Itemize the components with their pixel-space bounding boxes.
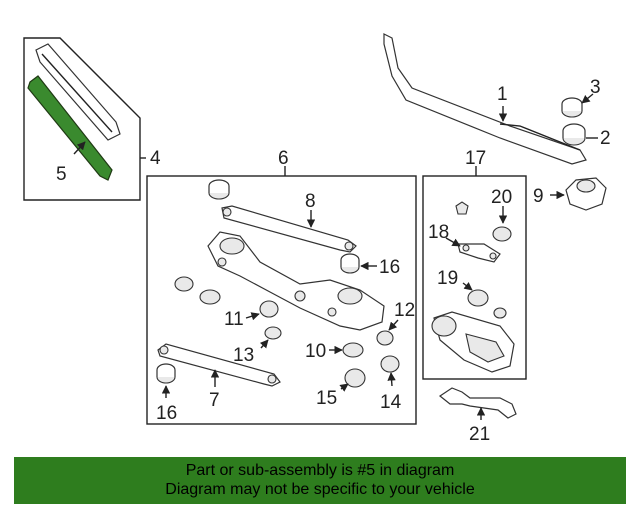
banner-line-1: Part or sub-assembly is #5 in diagram <box>185 462 455 479</box>
callout-15: 15 <box>316 388 337 409</box>
grommet-16-bottom-cap <box>156 363 176 377</box>
callout-19: 19 <box>437 268 458 289</box>
callout-14-arrow <box>387 372 396 387</box>
callout-19-arrow <box>462 282 473 291</box>
wiper-arm[interactable] <box>383 33 587 165</box>
callout-16-top: 16 <box>379 257 400 278</box>
bushing-10[interactable] <box>342 342 364 358</box>
harness-group: 21 <box>438 387 517 445</box>
callout-3: 3 <box>590 77 601 98</box>
callout-15-arrow <box>339 383 349 392</box>
callout-10: 10 <box>305 341 326 362</box>
arm-nut-cover-2-top <box>562 123 586 138</box>
bushing-left-b[interactable] <box>199 289 221 305</box>
callout-5-arrow <box>73 141 86 155</box>
callout-18: 18 <box>428 222 449 243</box>
linkage-hole-a <box>294 290 306 302</box>
linkage-pivot-left <box>219 237 245 255</box>
linkage-pivot-right <box>337 287 363 305</box>
callout-5: 5 <box>56 164 67 185</box>
callout-11-arrow <box>245 312 260 321</box>
wiper-arm-group: 1 3 2 9 <box>383 33 611 211</box>
wiper-motor-gearbox <box>465 333 505 363</box>
banner-background <box>14 457 626 504</box>
motor-small-seal[interactable] <box>493 307 507 319</box>
callout-20: 20 <box>491 187 512 208</box>
banner-line-2: Diagram may not be specific to your vehi… <box>165 481 475 498</box>
callout-12: 12 <box>394 300 415 321</box>
link-rod-8[interactable] <box>221 205 357 253</box>
bushing-13[interactable] <box>264 326 282 340</box>
bushing-left-a[interactable] <box>174 276 194 292</box>
link-rod-7-end-a <box>159 345 169 355</box>
callout-3-arrow <box>581 93 594 104</box>
callout-13-arrow <box>259 339 269 349</box>
callout-21: 21 <box>469 424 490 445</box>
callout-13: 13 <box>233 345 254 366</box>
callout-14: 14 <box>380 392 402 413</box>
linkage-frame[interactable] <box>207 231 385 331</box>
motor-crank-hole-b <box>489 252 497 260</box>
callout-9: 9 <box>533 186 544 207</box>
wiper-blade-outline <box>35 43 121 141</box>
callout-4: 4 <box>150 148 161 169</box>
grommet-16-top-cap <box>340 253 360 267</box>
pivot-cap-9-top <box>576 179 596 193</box>
info-banner: Part or sub-assembly is #5 in diagram Di… <box>14 457 626 504</box>
linkage-grommet-top-cap <box>208 179 230 193</box>
bushing-12[interactable] <box>376 330 394 346</box>
link-rod-7[interactable] <box>157 343 281 387</box>
wiring-harness-21[interactable] <box>438 387 517 419</box>
linkage-box-group: 6 8 16 11 13 12 <box>146 148 417 425</box>
motor-box-group: 17 20 18 19 <box>422 148 527 380</box>
motor-nut[interactable] <box>455 201 469 215</box>
motor-box-outline <box>422 175 527 380</box>
linkage-hole-b <box>327 307 337 317</box>
callout-7: 7 <box>209 390 220 411</box>
arm-cap-3-top <box>561 97 583 111</box>
callout-12-arrow <box>388 319 399 331</box>
link-rod-7-end-b <box>267 374 277 384</box>
blade-box-group: 5 4 <box>23 37 161 201</box>
wiper-blade-refill-highlighted[interactable] <box>27 75 113 181</box>
linkage-hole-c <box>217 257 227 267</box>
callout-11: 11 <box>224 309 244 330</box>
pivot-cap-9[interactable] <box>565 177 607 211</box>
wiper-arm-detail <box>499 123 581 151</box>
wiper-blade-detail <box>41 53 113 133</box>
callout-18-arrow <box>445 237 461 247</box>
callout-17: 17 <box>465 148 486 169</box>
blade-box-outline <box>23 37 141 201</box>
motor-seal-19[interactable] <box>467 289 489 307</box>
callout-2: 2 <box>600 128 611 149</box>
link-rod-8-end-a <box>222 207 232 217</box>
bushing-14[interactable] <box>380 355 400 373</box>
callout-6: 6 <box>278 148 289 169</box>
link-rod-8-end-b <box>344 241 354 251</box>
callout-8: 8 <box>305 191 316 212</box>
motor-cap-20[interactable] <box>492 226 512 242</box>
callout-16-bottom: 16 <box>156 403 177 424</box>
wiper-motor-housing <box>431 315 457 337</box>
bushing-11[interactable] <box>259 300 279 318</box>
linkage-box-outline <box>146 175 417 425</box>
bushing-15[interactable] <box>344 368 366 388</box>
callout-1: 1 <box>497 84 508 105</box>
motor-crank-hole-a <box>462 244 470 252</box>
